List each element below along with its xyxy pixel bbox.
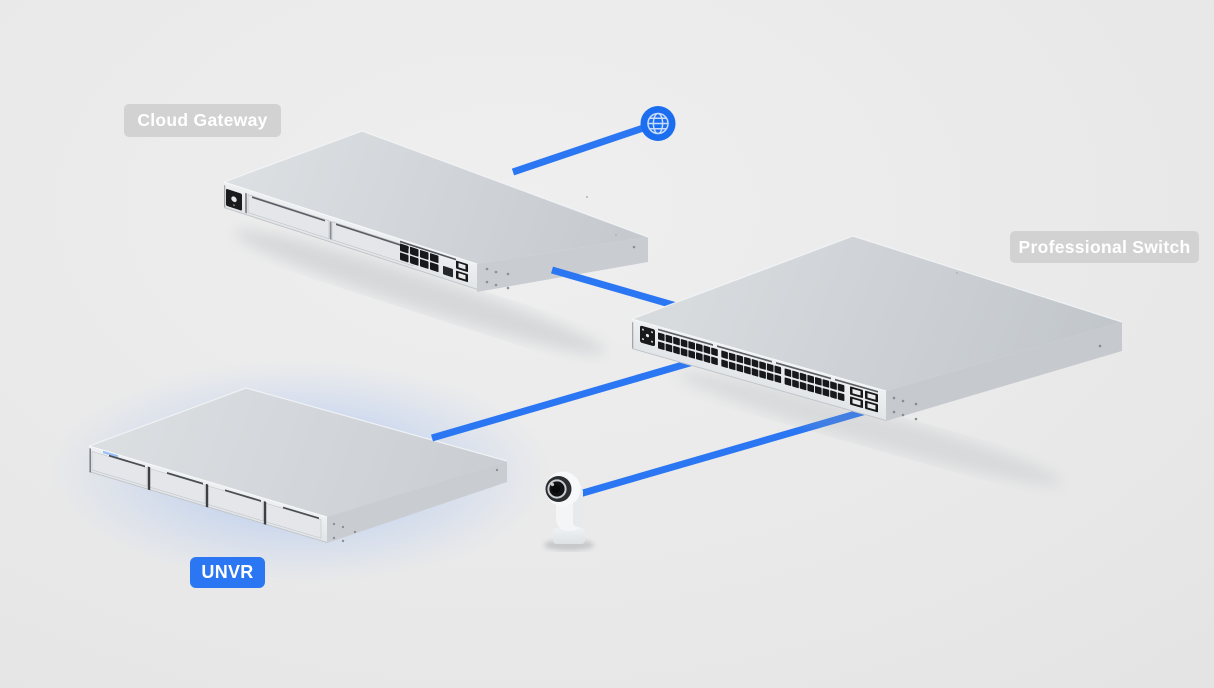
switch-top-face — [632, 236, 1122, 391]
unvr-logo-tag — [103, 450, 118, 458]
gateway-drive-bays — [247, 194, 414, 267]
gateway-screws — [485, 196, 636, 290]
cloud-gateway-label[interactable]: Cloud Gateway — [124, 104, 281, 137]
gateway-top-face — [224, 131, 648, 264]
unvr-right-face — [327, 461, 507, 543]
professional-switch-device[interactable] — [631, 235, 1123, 498]
camera-device[interactable] — [544, 471, 594, 551]
switch-sfp-ports — [850, 386, 878, 413]
gateway-sfp-ports — [456, 260, 468, 283]
unvr-front-face — [89, 446, 327, 543]
link-gateway-switch — [551, 266, 681, 311]
camera-base — [553, 528, 585, 544]
unvr-screws — [332, 468, 499, 543]
link-internet-gateway — [511, 119, 660, 176]
switch-front-face — [632, 319, 886, 422]
globe-icon — [640, 106, 676, 141]
professional-switch-label[interactable]: Professional Switch — [1010, 231, 1199, 263]
unvr-label[interactable]: UNVR — [190, 557, 265, 588]
unvr-drive-bays — [91, 451, 322, 539]
unvr-top-face — [89, 388, 507, 517]
switch-shadow — [677, 371, 1063, 485]
switch-ethernet-ports — [658, 332, 845, 402]
gateway-right-face — [477, 237, 648, 292]
link-unvr-switch — [431, 356, 701, 442]
gateway-ethernet-ports — [400, 243, 439, 273]
gateway-wan-port — [443, 265, 453, 278]
cloud-gateway-shadow — [234, 229, 606, 355]
switch-right-face — [886, 322, 1122, 421]
switch-screws — [892, 272, 1102, 421]
switch-display — [640, 325, 655, 347]
gateway-display — [226, 189, 242, 211]
gateway-front-face — [224, 182, 477, 290]
cloud-gateway-device[interactable] — [223, 130, 649, 368]
unvr-device[interactable] — [88, 387, 508, 543]
